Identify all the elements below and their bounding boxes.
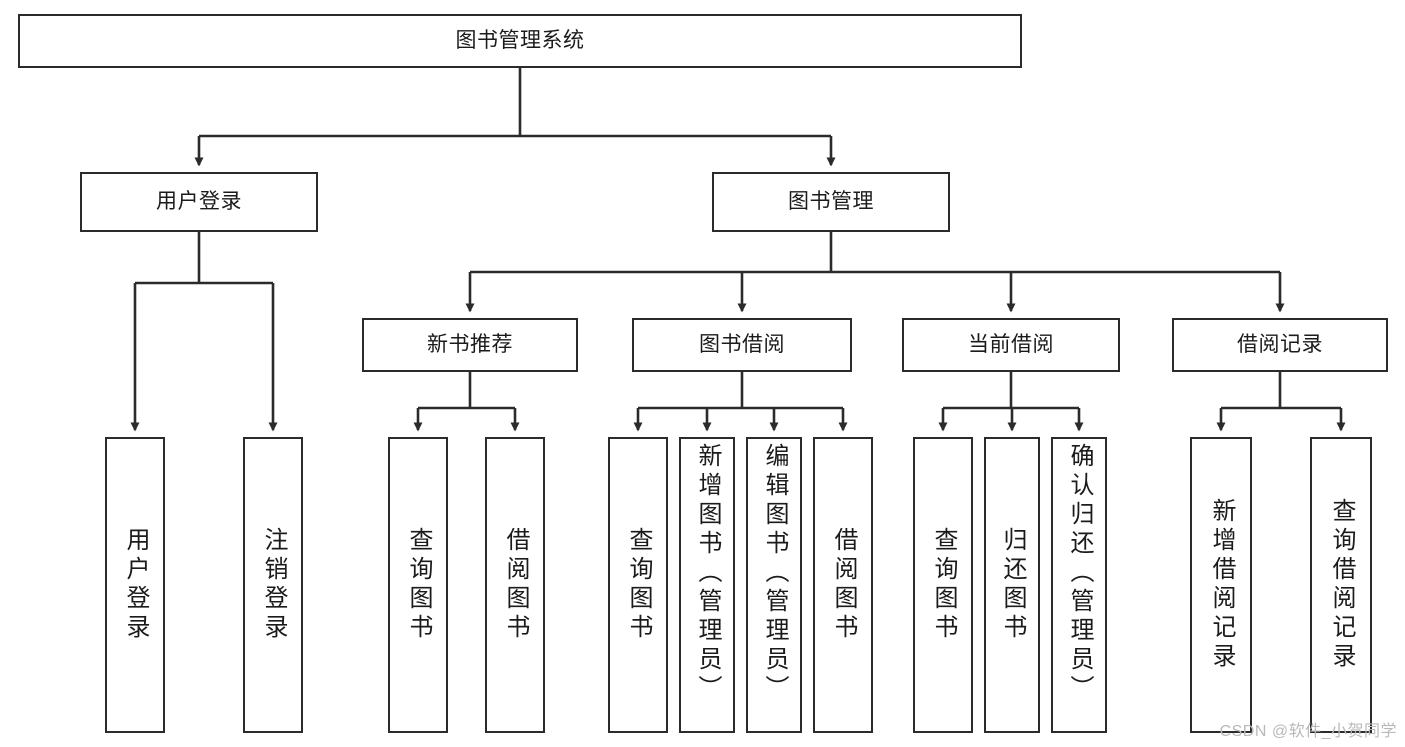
node-new-book-recommend[interactable]: 新书推荐 bbox=[362, 318, 578, 372]
leaf-user-logout-label: 注销登录 bbox=[260, 527, 287, 643]
node-borrow-record-label: 借阅记录 bbox=[1237, 332, 1323, 356]
leaf-borrow-book-borrow-label: 借阅图书 bbox=[830, 527, 857, 643]
leaf-user-logout[interactable]: 注销登录 bbox=[243, 437, 303, 733]
leaf-add-book-admin[interactable]: 新增图书（管理员） bbox=[679, 437, 735, 733]
leaf-add-borrow-record[interactable]: 新增借阅记录 bbox=[1190, 437, 1252, 733]
node-book-management[interactable]: 图书管理 bbox=[712, 172, 950, 232]
leaf-confirm-return-admin[interactable]: 确认归还（管理员） bbox=[1051, 437, 1107, 733]
leaf-search-book-current-label: 查询图书 bbox=[930, 527, 957, 643]
leaf-search-book-borrow[interactable]: 查询图书 bbox=[608, 437, 668, 733]
node-book-management-label: 图书管理 bbox=[788, 189, 874, 213]
leaf-borrow-book-borrow[interactable]: 借阅图书 bbox=[813, 437, 873, 733]
leaf-borrow-book-recommend-label: 借阅图书 bbox=[502, 527, 529, 643]
node-borrow-record[interactable]: 借阅记录 bbox=[1172, 318, 1388, 372]
leaf-search-book-current[interactable]: 查询图书 bbox=[913, 437, 973, 733]
leaf-confirm-return-admin-label: 确认归还（管理员） bbox=[1066, 443, 1093, 704]
leaf-search-book-recommend[interactable]: 查询图书 bbox=[388, 437, 448, 733]
leaf-user-login-label: 用户登录 bbox=[122, 527, 149, 643]
leaf-borrow-book-recommend[interactable]: 借阅图书 bbox=[485, 437, 545, 733]
leaf-edit-book-admin[interactable]: 编辑图书（管理员） bbox=[746, 437, 802, 733]
leaf-return-book-label: 归还图书 bbox=[999, 527, 1026, 643]
leaf-return-book[interactable]: 归还图书 bbox=[984, 437, 1040, 733]
leaf-search-borrow-record[interactable]: 查询借阅记录 bbox=[1310, 437, 1372, 733]
node-user-login[interactable]: 用户登录 bbox=[80, 172, 318, 232]
leaf-add-borrow-record-label: 新增借阅记录 bbox=[1208, 498, 1235, 672]
node-current-borrow[interactable]: 当前借阅 bbox=[902, 318, 1120, 372]
node-book-borrow[interactable]: 图书借阅 bbox=[632, 318, 852, 372]
leaf-search-borrow-record-label: 查询借阅记录 bbox=[1328, 498, 1355, 672]
node-book-borrow-label: 图书借阅 bbox=[699, 332, 785, 356]
node-current-borrow-label: 当前借阅 bbox=[968, 332, 1054, 356]
node-user-login-label: 用户登录 bbox=[156, 189, 242, 213]
leaf-search-book-recommend-label: 查询图书 bbox=[405, 527, 432, 643]
leaf-search-book-borrow-label: 查询图书 bbox=[625, 527, 652, 643]
leaf-edit-book-admin-label: 编辑图书（管理员） bbox=[761, 443, 788, 704]
node-root-label: 图书管理系统 bbox=[455, 28, 585, 52]
leaf-user-login[interactable]: 用户登录 bbox=[105, 437, 165, 733]
node-new-book-recommend-label: 新书推荐 bbox=[427, 332, 513, 356]
node-root[interactable]: 图书管理系统 bbox=[18, 14, 1022, 68]
leaf-add-book-admin-label: 新增图书（管理员） bbox=[694, 443, 721, 704]
